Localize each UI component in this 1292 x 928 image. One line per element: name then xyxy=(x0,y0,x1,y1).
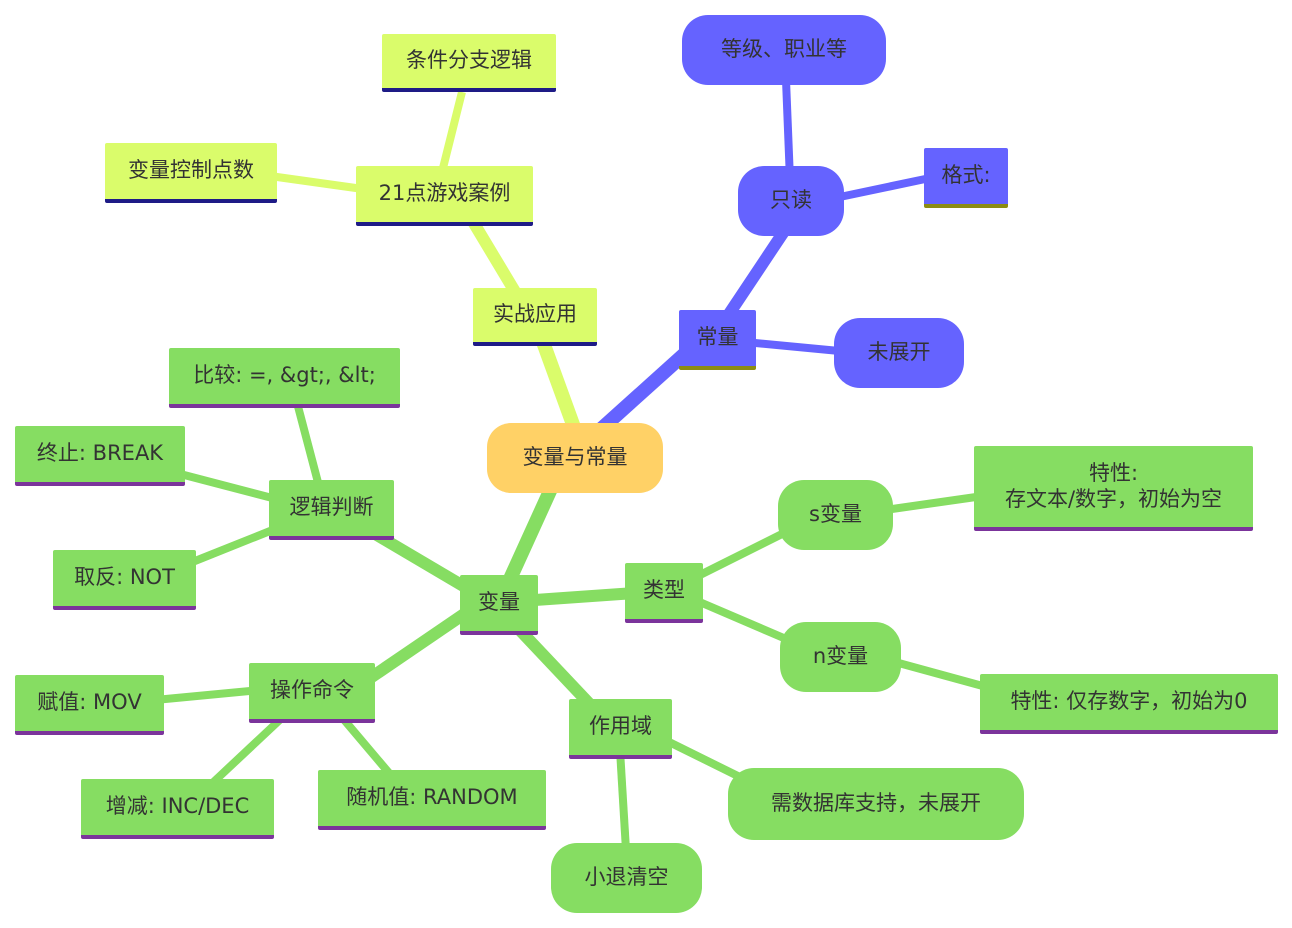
edge-variable-types xyxy=(534,587,636,606)
node-s-trait[interactable]: 特性: 存文本/数字，初始为空 xyxy=(974,446,1253,531)
edge-readonly-format xyxy=(834,174,931,202)
edge-logic-not xyxy=(183,521,287,569)
edge-root-variable xyxy=(498,477,562,593)
node-compare[interactable]: 比较: =, &gt;, &lt; xyxy=(169,348,400,408)
node-incdec[interactable]: 增减: INC/DEC xyxy=(81,779,274,839)
node-branch-logic[interactable]: 条件分支逻辑 xyxy=(382,34,556,92)
node-format[interactable]: 格式: xyxy=(924,148,1008,208)
edge-game-points xyxy=(269,172,371,194)
edge-ops-random xyxy=(336,712,399,783)
node-level-class[interactable]: 等级、职业等 xyxy=(682,15,886,85)
node-game-case[interactable]: 21点游戏案例 xyxy=(356,166,533,226)
node-points-control[interactable]: 变量控制点数 xyxy=(105,143,277,203)
node-random[interactable]: 随机值: RANDOM xyxy=(318,770,546,830)
edge-scope-clear xyxy=(616,749,630,851)
edge-logic-compare xyxy=(291,393,324,492)
node-not[interactable]: 取反: NOT xyxy=(53,550,196,610)
node-variable[interactable]: 变量 xyxy=(460,575,538,635)
edge-ops-incdec xyxy=(202,712,288,793)
edge-constant-readonly xyxy=(720,226,790,324)
node-constant[interactable]: 常量 xyxy=(679,310,756,370)
node-mov[interactable]: 赋值: MOV xyxy=(15,675,164,735)
edge-readonly-level xyxy=(782,79,794,181)
node-logic[interactable]: 逻辑判断 xyxy=(269,480,394,540)
edge-types-s xyxy=(688,526,792,584)
node-clear[interactable]: 小退清空 xyxy=(551,843,702,913)
node-db-unexpanded[interactable]: 需数据库支持，未展开 xyxy=(728,768,1024,840)
node-practice[interactable]: 实战应用 xyxy=(473,288,597,346)
node-s-variable[interactable]: s变量 xyxy=(778,480,893,550)
edge-ops-mov xyxy=(154,686,261,704)
edge-n-trait xyxy=(893,658,992,692)
node-constant-unexpanded[interactable]: 未展开 xyxy=(834,318,964,388)
node-n-variable[interactable]: n变量 xyxy=(780,622,901,692)
node-break[interactable]: 终止: BREAK xyxy=(15,426,185,486)
edge-game-branch xyxy=(436,91,466,181)
root-node[interactable]: 变量与常量 xyxy=(487,423,663,493)
edge-s-trait xyxy=(884,491,991,514)
node-readonly[interactable]: 只读 xyxy=(738,166,844,236)
node-ops[interactable]: 操作命令 xyxy=(249,663,375,723)
edge-constant-unexpanded xyxy=(744,338,851,356)
edge-variable-ops xyxy=(356,605,474,690)
node-scope[interactable]: 作用域 xyxy=(569,699,672,759)
node-types[interactable]: 类型 xyxy=(625,563,703,623)
node-n-trait[interactable]: 特性: 仅存数字，初始为0 xyxy=(980,674,1278,734)
